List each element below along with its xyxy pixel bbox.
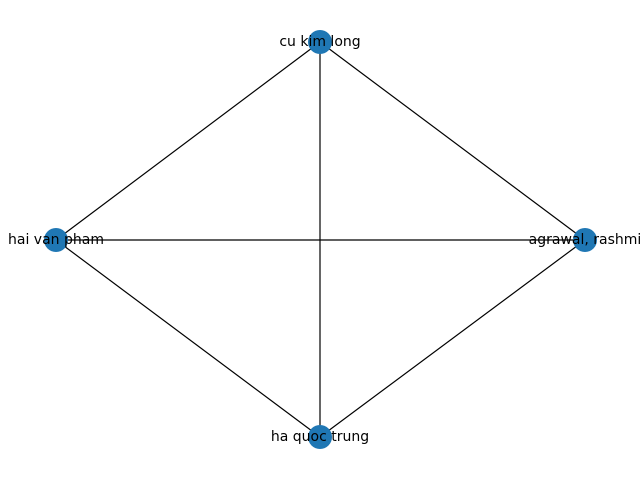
edge-hai-van-pham-ha-quoc-trung	[55, 239, 321, 438]
edge-cu-kim-long-hai-van-pham	[55, 41, 321, 241]
node-label-ha-quoc-trung: ha quoc trung	[271, 429, 369, 445]
node-ha-quoc-trung	[308, 425, 332, 449]
node-label-agrawal-rashmi: agrawal, rashmi	[529, 232, 640, 248]
node-cu-kim-long	[308, 30, 332, 54]
nodes-layer	[44, 30, 597, 449]
edge-cu-kim-long-agrawal-rashmi	[319, 41, 586, 241]
edges-layer	[55, 41, 586, 438]
labels-layer: cu kim long hai van pham agrawal, rashmi ha…	[8, 34, 640, 445]
node-label-hai-van-pham: hai van pham	[8, 232, 104, 248]
node-label-cu-kim-long: cu kim long	[279, 34, 360, 50]
edge-agrawal-rashmi-ha-quoc-trung	[319, 239, 586, 438]
node-hai-van-pham	[44, 228, 68, 252]
node-agrawal-rashmi	[573, 228, 597, 252]
